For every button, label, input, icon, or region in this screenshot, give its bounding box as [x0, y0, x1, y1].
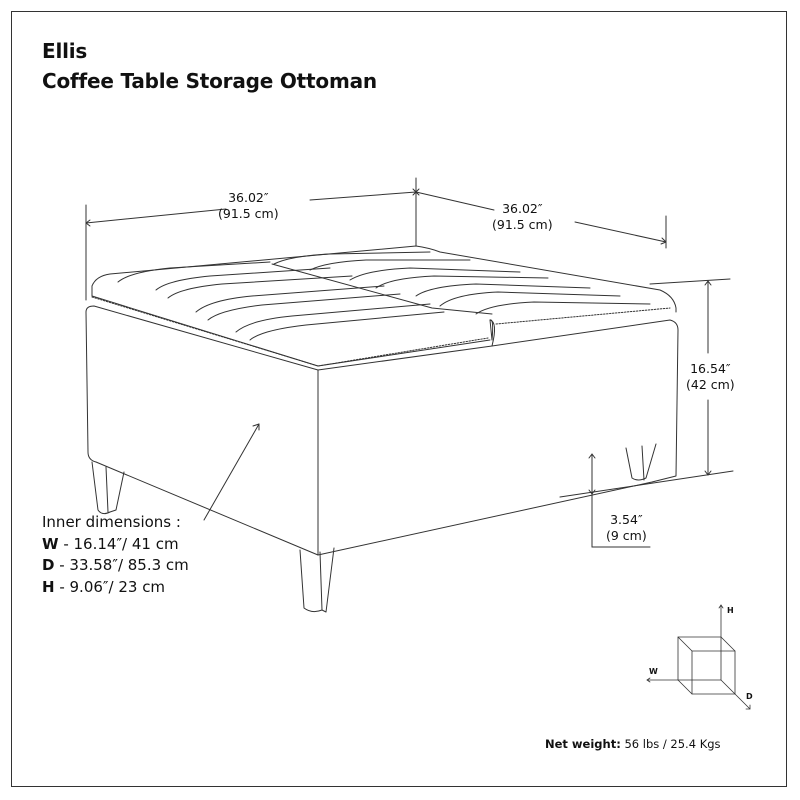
ottoman-body	[85, 245, 679, 556]
axis-label-w: W	[649, 667, 658, 676]
leg-height-metric: (9 cm)	[606, 528, 647, 543]
net-weight-label: Net weight:	[545, 737, 621, 751]
axis-cube-icon	[646, 604, 751, 710]
inner-width-row: W - 16.14″/ 41 cm	[42, 534, 189, 556]
inner-height-row: H - 9.06″/ 23 cm	[42, 577, 189, 599]
height-metric: (42 cm)	[686, 377, 735, 392]
axis-label-d: D	[746, 692, 753, 701]
height-dimension-line	[559, 278, 734, 498]
depth-dimension-line	[412, 188, 667, 249]
inner-dimensions-label: Inner dimensions :	[42, 513, 181, 531]
depth-dimension-label: 36.02″ (91.5 cm)	[492, 201, 553, 233]
net-weight: Net weight: 56 lbs / 25.4 Kgs	[545, 737, 721, 751]
inner-depth-key: D	[42, 556, 55, 574]
depth-metric: (91.5 cm)	[492, 217, 553, 232]
depth-imperial: 36.02″	[502, 201, 543, 216]
product-name: Ellis	[42, 39, 88, 63]
inner-width-value: - 16.14″/ 41 cm	[58, 534, 179, 553]
width-imperial: 36.02″	[228, 190, 269, 205]
inner-dimensions: Inner dimensions : W - 16.14″/ 41 cm D -…	[42, 512, 189, 598]
product-type: Coffee Table Storage Ottoman	[42, 69, 377, 93]
inner-width-key: W	[42, 534, 59, 553]
leg-height-dimension-line	[588, 453, 651, 548]
inner-depth-row: D - 33.58″/ 85.3 cm	[42, 555, 189, 577]
net-weight-value: 56 lbs / 25.4 Kgs	[620, 737, 721, 751]
height-dimension-label: 16.54″ (42 cm)	[686, 361, 735, 393]
leg-height-dimension-label: 3.54″ (9 cm)	[606, 512, 647, 544]
title-block: Ellis Coffee Table Storage Ottoman	[42, 36, 377, 96]
leg-height-imperial: 3.54″	[610, 512, 643, 527]
width-dimension-line	[85, 177, 417, 301]
height-imperial: 16.54″	[690, 361, 731, 376]
inner-height-key: H	[42, 577, 55, 596]
width-dimension-label: 36.02″ (91.5 cm)	[218, 190, 279, 222]
page-frame	[11, 11, 787, 787]
inner-storage-pointer	[203, 423, 260, 521]
width-metric: (91.5 cm)	[218, 206, 279, 221]
inner-depth-value: - 33.58″/ 85.3 cm	[54, 556, 189, 574]
ottoman-legs	[91, 443, 657, 613]
axis-label-h: H	[727, 606, 734, 615]
inner-height-value: - 9.06″/ 23 cm	[54, 577, 166, 596]
